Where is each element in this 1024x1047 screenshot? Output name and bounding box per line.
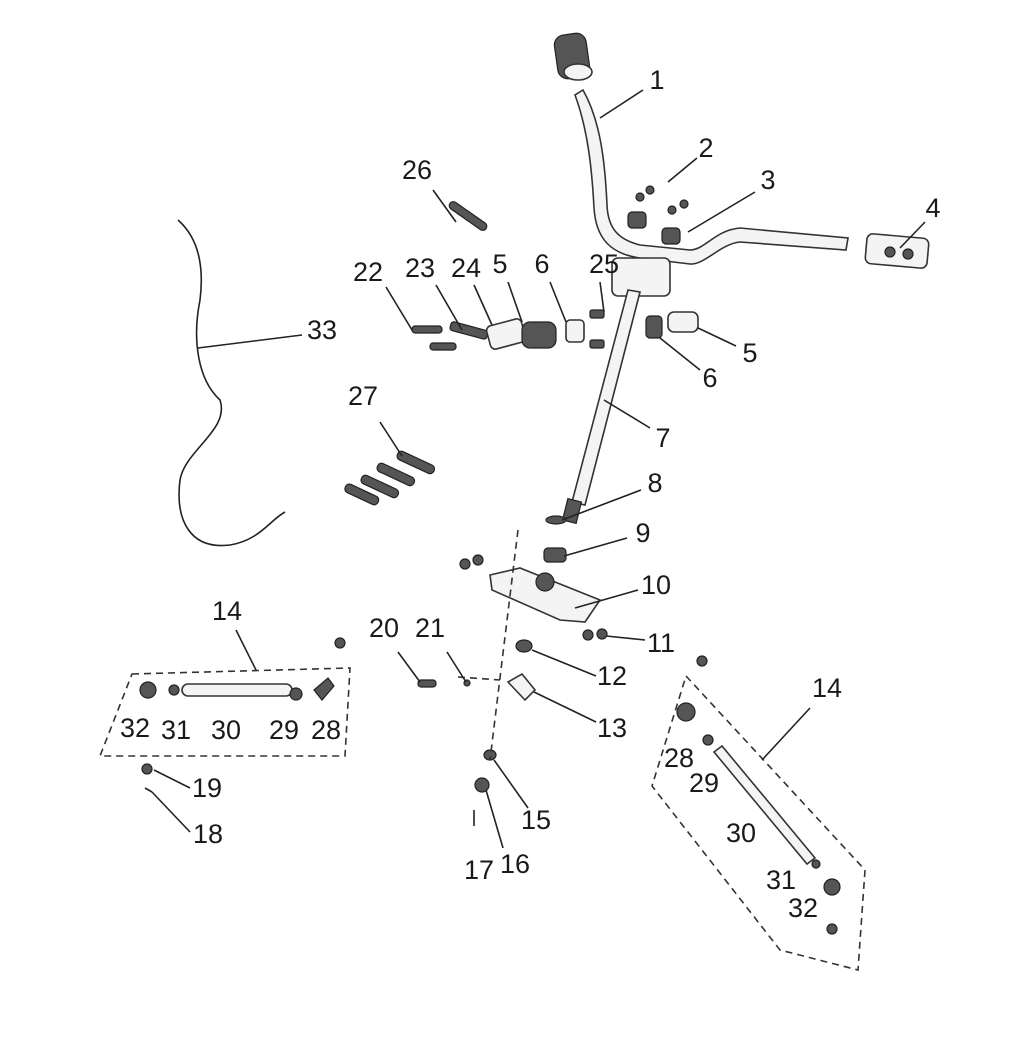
callout-label: 30 (726, 818, 756, 848)
callout-label: 17 (464, 855, 494, 885)
callout-label: 19 (192, 773, 222, 803)
callout-label: 9 (635, 518, 650, 548)
tie-rod-left (98, 667, 351, 757)
callout-label: 5 (492, 249, 507, 279)
callout-labels: 1 2 3 4 26 22 23 24 5 6 25 33 5 6 27 7 8… (120, 65, 941, 923)
bushings-27 (344, 450, 436, 506)
callout-label: 3 (760, 165, 775, 195)
callout-label: 5 (742, 338, 757, 368)
callout-label: 31 (161, 715, 191, 745)
handlebar-clamps (611, 185, 689, 297)
callout-label: 7 (655, 423, 670, 453)
assembly-axis (457, 529, 519, 761)
brake-cable (177, 219, 286, 547)
callout-label: 27 (348, 381, 378, 411)
callout-label: 23 (405, 253, 435, 283)
callout-label: 6 (702, 363, 717, 393)
callout-label: 12 (597, 661, 627, 691)
callout-label: 1 (649, 65, 664, 95)
left-grip (553, 32, 593, 81)
callout-label: 32 (788, 893, 818, 923)
callout-label: 32 (120, 713, 150, 743)
callout-label: 28 (311, 715, 341, 745)
right-grip (864, 233, 930, 269)
callout-label: 24 (451, 253, 481, 283)
tie-rod-right (651, 674, 866, 972)
handlebar (574, 88, 849, 265)
callout-label: 6 (534, 249, 549, 279)
callout-label: 11 (647, 628, 675, 658)
callout-label: 29 (689, 768, 719, 798)
steering-column (561, 289, 641, 525)
leader-lines (151, 89, 926, 849)
callout-label: 22 (353, 257, 383, 287)
callout-label: 10 (641, 570, 671, 600)
callout-label: 30 (211, 715, 241, 745)
callout-label: 33 (307, 315, 337, 345)
callout-label: 20 (369, 613, 399, 643)
callout-label: 21 (415, 613, 445, 643)
callout-label: 13 (597, 713, 627, 743)
callout-label: 29 (269, 715, 299, 745)
callout-label: 8 (647, 468, 662, 498)
callout-label: 16 (500, 849, 530, 879)
callout-label: 31 (766, 865, 796, 895)
callout-label: 14 (212, 596, 242, 626)
callout-label: 14 (812, 673, 842, 703)
callout-label: 15 (521, 805, 551, 835)
callout-label: 18 (193, 819, 223, 849)
callout-label: 2 (698, 133, 713, 163)
lower-steering-parts (141, 515, 838, 935)
callout-label: 4 (925, 193, 940, 223)
callout-label: 28 (664, 743, 694, 773)
callout-label: 26 (402, 155, 432, 185)
callout-label: 25 (589, 249, 619, 279)
